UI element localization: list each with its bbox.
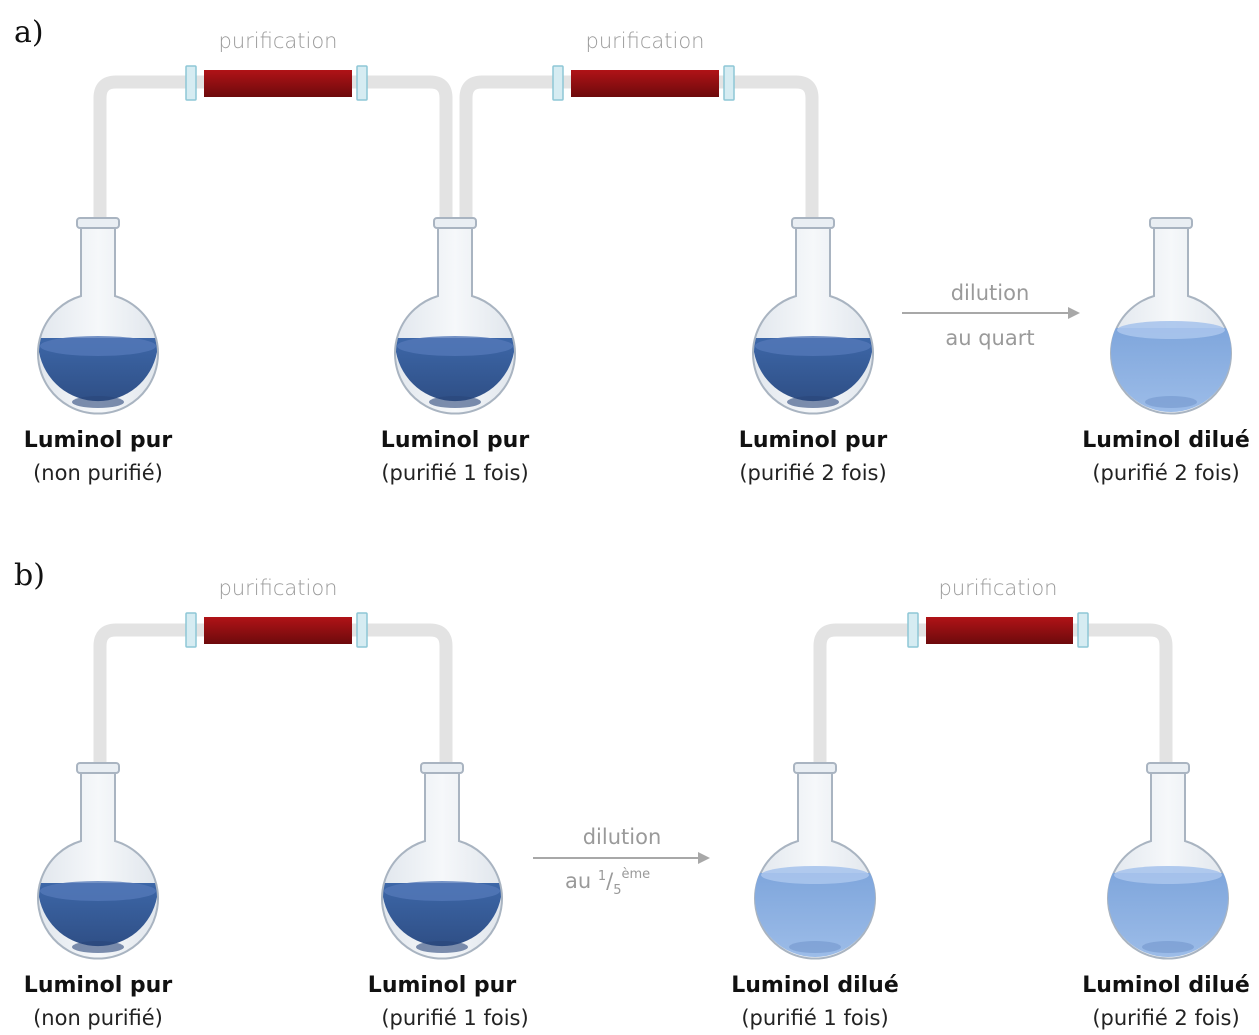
- purification-label-b1: purification: [219, 576, 338, 600]
- flask-b4: [1107, 762, 1229, 960]
- flask-a4-sub: (purifié 2 fois): [1092, 461, 1239, 485]
- dilution-label-a: dilution: [951, 281, 1030, 305]
- flask-a2-sub: (purifié 1 fois): [381, 461, 528, 485]
- flask-b4-name: Luminol dilué: [1082, 973, 1250, 998]
- dilution-label-b: dilution: [583, 825, 662, 849]
- flask-b2-sub: (purifié 1 fois): [381, 1006, 528, 1030]
- flask-a3-sub: (purifié 2 fois): [739, 461, 886, 485]
- dilution-ratio-a: au quart: [945, 326, 1034, 350]
- tubing-a1: [93, 75, 819, 229]
- dilution-arrow-a: [902, 307, 1080, 319]
- purification-label-a2: purification: [586, 29, 705, 53]
- flask-b3-sub: (purifié 1 fois): [741, 1006, 888, 1030]
- panel-a-label: a): [14, 15, 44, 50]
- flask-a1-name: Luminol pur: [24, 428, 173, 453]
- purification-column-a2: [552, 65, 735, 101]
- flask-b2-name: Luminol pur: [368, 973, 517, 998]
- purification-label-b2: purification: [939, 576, 1058, 600]
- tubing-b: [93, 623, 1173, 772]
- purification-label-a1: purification: [219, 29, 338, 53]
- flask-b3-name: Luminol dilué: [731, 973, 899, 998]
- flask-a1-sub: (non purifié): [33, 461, 163, 485]
- flask-b2: [381, 762, 503, 960]
- flask-a2-name: Luminol pur: [381, 428, 530, 453]
- flask-a1: [36, 217, 159, 415]
- flask-a2: [394, 217, 516, 415]
- flask-b1-name: Luminol pur: [24, 973, 173, 998]
- flask-b4-sub: (purifié 2 fois): [1092, 1006, 1239, 1030]
- purification-column-b1: [185, 612, 368, 648]
- flask-b1: [36, 762, 159, 960]
- dilution-arrow-b: [533, 852, 710, 864]
- flask-b3: [754, 762, 876, 960]
- panel-b-label: b): [14, 558, 45, 593]
- purification-column-b2: [907, 612, 1089, 648]
- purification-column-a1: [185, 65, 368, 101]
- flask-a3: [752, 217, 874, 415]
- flask-a3-name: Luminol pur: [739, 428, 888, 453]
- flask-a4-name: Luminol dilué: [1082, 428, 1250, 453]
- flask-a4: [1110, 217, 1232, 415]
- dilution-ratio-b: au 1/5ème: [565, 867, 650, 898]
- flask-b1-sub: (non purifié): [33, 1006, 163, 1030]
